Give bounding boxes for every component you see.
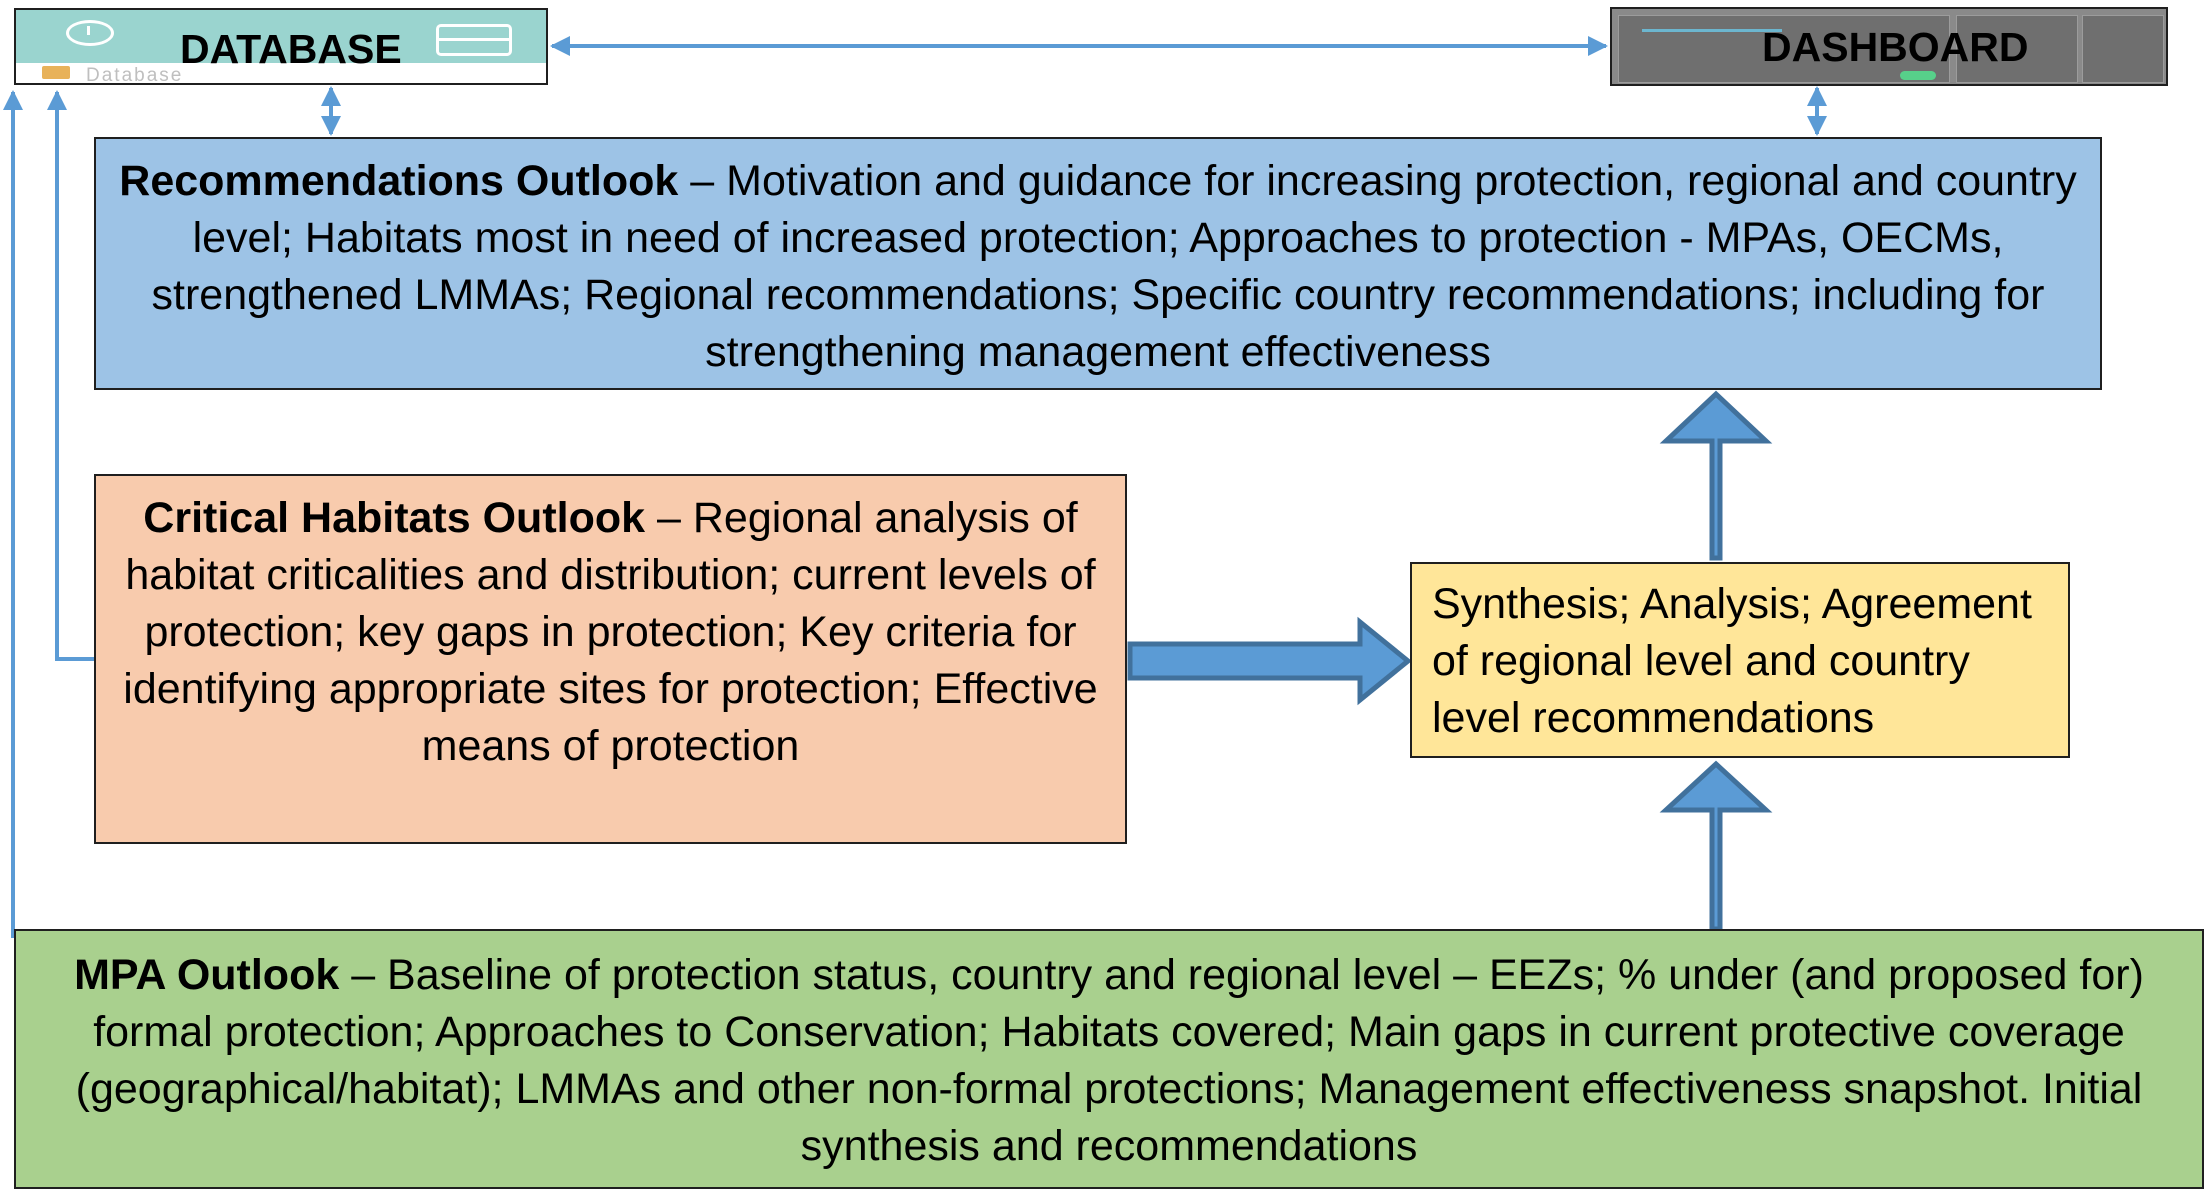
synthesis-body: Synthesis; Analysis; Agreement of region…: [1432, 580, 2032, 742]
database-thumbnail-strip: Database: [16, 63, 546, 83]
recommendations-outlook-title: Recommendations Outlook: [119, 157, 679, 205]
synthesis-box: Synthesis; Analysis; Agreement of region…: [1410, 562, 2070, 758]
critical-to-database-connector: [47, 90, 94, 661]
critical-habitats-outlook-body: – Regional analysis of habitat criticali…: [123, 494, 1098, 770]
recommendations-outlook-body: – Motivation and guidance for increasing…: [151, 157, 2077, 376]
dashboard-thumbnail-panel: [1956, 15, 2078, 83]
database-label: DATABASE: [180, 26, 402, 72]
recommendations-outlook-box: Recommendations Outlook – Motivation and…: [94, 137, 2102, 390]
critical-habitats-outlook-title: Critical Habitats Outlook: [143, 494, 646, 542]
critical-habitats-outlook-box: Critical Habitats Outlook – Regional ana…: [94, 474, 1127, 844]
folder-icon: [42, 66, 70, 79]
dashboard-node: DASHBOARD: [1610, 7, 2168, 86]
database-sub-label: Database: [86, 65, 184, 85]
dashboard-thumbnail-indicator: [1900, 71, 1936, 80]
synthesis-to-recommendations-arrow: [1659, 390, 1773, 561]
clock-icon: [66, 20, 114, 46]
mpa-to-synthesis-arrow: [1659, 760, 1773, 932]
dashboard-label: DASHBOARD: [1762, 24, 2029, 70]
mpa-outlook-body: – Baseline of protection status, country…: [75, 951, 2144, 1170]
mpa-to-database-connector: [2, 90, 23, 938]
dashboard-thumbnail-panel: [1618, 15, 1950, 83]
mpa-outlook-title: MPA Outlook: [74, 951, 340, 999]
server-icon: [436, 24, 512, 56]
critical-to-synthesis-arrow: [1127, 616, 1412, 706]
mpa-outlook-box: MPA Outlook – Baseline of protection sta…: [14, 929, 2204, 1189]
database-node: Database DATABASE: [14, 8, 548, 85]
dashboard-thumbnail-line: [1642, 29, 1782, 32]
dashboard-thumbnail-panel: [2082, 15, 2164, 83]
